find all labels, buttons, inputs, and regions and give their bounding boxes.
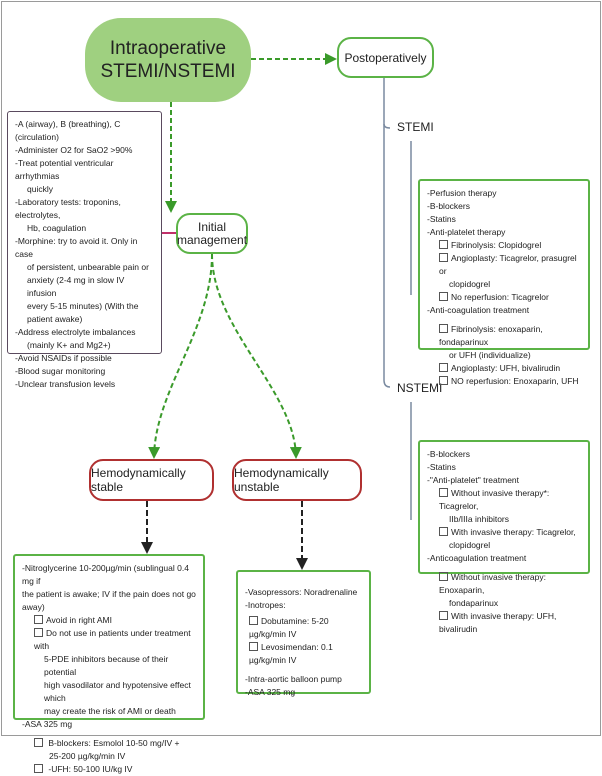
unstable-treatment-box: -Vasopressors: Noradrenaline -Inotropes:… (236, 570, 371, 697)
initial-to-stable-arrow (148, 253, 213, 459)
stemi-item: -Perfusion therapy (427, 188, 497, 198)
nstemi-antiplatelet-item: clopidogrel (449, 540, 491, 550)
nstemi-anticoag-item: Without invasive therapy: Enoxaparin, (439, 572, 546, 595)
unstable-item: -Inotropes: (245, 600, 286, 610)
stable-sub-item: high vasodilator and hypotensive effect … (44, 680, 191, 703)
nstemi-anticoag-title: -Anticoagulation treatment (427, 553, 527, 563)
initial-line: -Address electrolyte imbalances (15, 327, 136, 337)
stable-asa: -ASA 325 mg (22, 719, 73, 729)
initial-line: -Administer O2 for SaO2 >90% (15, 145, 133, 155)
connectors (141, 53, 412, 570)
checkbox[interactable] (439, 611, 448, 620)
stemi-antiplatelet-item: clopidogrel (449, 279, 491, 289)
page-frame (1, 1, 601, 736)
stemi-antiplatelet-item: No reperfusion: Ticagrelor (451, 292, 549, 302)
unstable-item: -ASA 325 mg (245, 687, 296, 697)
nstemi-antiplatelet-item: Without invasive therapy*: Ticagrelor, (439, 488, 550, 511)
stable-sub2-item: -UFH: 50-100 IU/kg IV (48, 764, 133, 774)
checkbox[interactable] (34, 615, 43, 624)
initial-to-unstable-arrow (211, 253, 302, 459)
nstemi-anticoag-item: fondaparinux (449, 598, 499, 608)
initial-line: Hb, coagulation (27, 223, 87, 233)
post-tree-line (383, 78, 391, 388)
stable-sub-item: Do not use in patients under treatment w… (34, 628, 191, 651)
hemodynamically-unstable-node[interactable]: Hemodynamically unstable (232, 459, 362, 501)
nstemi-item: -Statins (427, 462, 456, 472)
initial-line: -Unclear transfusion levels (15, 379, 116, 389)
initial-line: of persistent, unbearable pain or (27, 262, 149, 272)
stable-label: Hemodynamically stable (91, 466, 186, 494)
inotrope-item: Levosimendan: 0.1 µg/kg/min IV (249, 642, 333, 665)
stable-sub-item: may create the risk of AMI or death (44, 706, 176, 716)
checkbox[interactable] (249, 642, 258, 651)
stemi-label[interactable]: STEMI (397, 120, 434, 134)
checkbox[interactable] (439, 363, 448, 372)
checkbox[interactable] (439, 240, 448, 249)
stemi-item: -Statins (427, 214, 456, 224)
stable-sub2-item: B-blockers: Esmolol 10-50 mg/IV + (48, 738, 180, 748)
stemi-item: -B-blockers (427, 201, 470, 211)
inotrope-item: Dobutamine: 5-20 µg/kg/min IV (249, 616, 329, 639)
root-label-line2: STEMI/NSTEMI (100, 61, 236, 82)
initial-management-box: -A (airway), B (breathing), C (circulati… (7, 111, 162, 389)
initial-label-line1: Initial (198, 219, 227, 234)
nstemi-antiplatelet-item: With invasive therapy: Ticagrelor, (451, 527, 576, 537)
unstable-item: -Vasopressors: Noradrenaline (245, 587, 358, 597)
root-label-line1: Intraoperative (109, 38, 227, 59)
initial-line: -Morphine: try to avoid it. Only in case (15, 236, 138, 259)
checkbox[interactable] (34, 738, 43, 747)
stable-treatment-box: -Nitroglycerine 10-200µg/min (sublingual… (13, 554, 205, 774)
checkbox[interactable] (439, 292, 448, 301)
stemi-antiplatelet-item: Fibrinolysis: Clopidogrel (451, 240, 542, 250)
checkbox[interactable] (439, 572, 448, 581)
unstable-label: Hemodynamically unstable (234, 466, 329, 494)
initial-line: every 5-15 minutes) (With the (27, 301, 139, 311)
checkbox[interactable] (34, 764, 43, 773)
stemi-anticoag-item: Fibrinolysis: enoxaparin, fondaparinux (439, 324, 543, 347)
initial-line: anxiety (2-4 mg in slow IV infusion (27, 275, 125, 298)
stable-sub2-item: 25-200 µg/kg/min IV (49, 751, 126, 761)
initial-line: -Blood sugar monitoring (15, 366, 106, 376)
stable-sub-item: 5-PDE inhibitors because of their potent… (44, 654, 169, 677)
initial-line: -Avoid NSAIDs if possible (15, 353, 112, 363)
initial-management-node[interactable]: Initial management (176, 213, 248, 254)
stemi-anticoag-item: NO reperfusion: Enoxaparin, UFH (451, 376, 579, 386)
checkbox[interactable] (249, 616, 258, 625)
stemi-item: -Anti-platelet therapy (427, 227, 506, 237)
stable-line: the patient is awake; IV if the pain doe… (22, 589, 196, 612)
postoperatively-node[interactable]: Postoperatively (337, 37, 434, 78)
checkbox[interactable] (439, 527, 448, 536)
stemi-antiplatelet-item: Angioplasty: Ticagrelor, prasugrel or (439, 253, 577, 276)
nstemi-item: -"Anti-platelet" treatment (427, 475, 520, 485)
checkbox[interactable] (439, 488, 448, 497)
nstemi-label[interactable]: NSTEMI (397, 381, 443, 395)
stemi-anticoag-title: -Anti-coagulation treatment (427, 305, 530, 315)
checkbox[interactable] (439, 324, 448, 333)
initial-label-line2: management (176, 232, 248, 247)
nstemi-anticoag-item: With invasive therapy: UFH, bivalirudin (439, 611, 557, 634)
initial-line: -Laboratory tests: troponins, electrolyt… (15, 197, 121, 220)
nstemi-treatment-box: -B-blockers -Statins -"Anti-platelet" tr… (418, 440, 590, 634)
checkbox[interactable] (439, 253, 448, 262)
initial-line: -Treat potential ventricular arrhythmias (15, 158, 114, 181)
initial-line: (mainly K+ and Mg2+) (27, 340, 111, 350)
checkbox[interactable] (34, 628, 43, 637)
initial-line: quickly (27, 184, 53, 194)
stable-line: -Nitroglycerine 10-200µg/min (sublingual… (22, 563, 189, 586)
nstemi-antiplatelet-item: IIb/IIIa inhibitors (449, 514, 510, 524)
root-node[interactable]: Intraoperative STEMI/NSTEMI (85, 18, 251, 102)
postoperatively-label: Postoperatively (344, 50, 427, 65)
stemi-branch (383, 123, 391, 129)
initial-line: -A (airway), B (breathing), C (circulati… (15, 119, 121, 142)
stemi-anticoag-item: or UFH (individualize) (449, 350, 531, 360)
stemi-anticoag-item: Angioplasty: UFH, bivalirudin (451, 363, 561, 373)
initial-line: patient awake) (27, 314, 83, 324)
checkbox[interactable] (439, 376, 448, 385)
hemodynamically-stable-node[interactable]: Hemodynamically stable (89, 459, 214, 501)
unstable-item: -Intra-aortic balloon pump (245, 674, 342, 684)
nstemi-item: -B-blockers (427, 449, 470, 459)
stable-sub-item: Avoid in right AMI (46, 615, 112, 625)
stemi-treatment-box: -Perfusion therapy -B-blockers -Statins … (418, 179, 590, 386)
